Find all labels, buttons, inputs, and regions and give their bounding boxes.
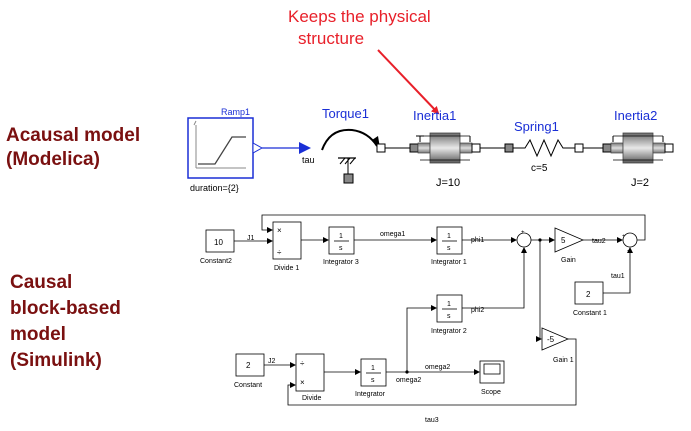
integrator2-num: 1 bbox=[447, 301, 451, 308]
gain-value: 5 bbox=[561, 236, 566, 245]
sum2-sign-plus: + bbox=[622, 234, 626, 240]
phi1-label: phi1 bbox=[471, 237, 484, 244]
constant-value: 2 bbox=[246, 361, 251, 370]
integrator2-den: s bbox=[447, 313, 451, 320]
inertia1-block[interactable] bbox=[409, 132, 481, 164]
constant1-name: Constant 1 bbox=[573, 310, 607, 317]
integrator-name: Integrator bbox=[355, 391, 386, 398]
divide1-block[interactable] bbox=[272, 221, 302, 260]
ramp-param: duration={2} bbox=[190, 183, 239, 193]
divide1-div: ÷ bbox=[277, 248, 282, 257]
inertia1-param: J=10 bbox=[436, 177, 460, 189]
integrator1-block[interactable] bbox=[436, 226, 463, 255]
integrator3-den: s bbox=[339, 245, 343, 252]
callout-text: Keeps the physical structure bbox=[288, 6, 431, 50]
tau2-label: tau2 bbox=[592, 238, 606, 245]
inertia2-name: Inertia2 bbox=[614, 108, 657, 123]
integrator1-den: s bbox=[447, 245, 451, 252]
causal-label-line-1: Causal bbox=[10, 272, 73, 293]
tau3-label: tau3 bbox=[425, 417, 439, 424]
omega2-label-a: omega2 bbox=[396, 377, 421, 384]
torque-flange bbox=[376, 143, 386, 153]
integrator3-name: Integrator 3 bbox=[323, 259, 359, 266]
integrator1-name: Integrator 1 bbox=[431, 259, 467, 266]
tau1-label: tau1 bbox=[611, 273, 625, 280]
inertia2-block[interactable] bbox=[602, 132, 674, 164]
integrator2-block[interactable] bbox=[436, 294, 463, 323]
constant-name: Constant bbox=[234, 382, 262, 389]
torque-icon bbox=[321, 128, 378, 151]
gain1-block[interactable] bbox=[541, 327, 570, 351]
acausal-label: Acausal model (Modelica) bbox=[6, 124, 140, 172]
integrator2-name: Integrator 2 bbox=[431, 328, 467, 335]
divide-div: ÷ bbox=[300, 359, 305, 368]
integrator1-num: 1 bbox=[447, 233, 451, 240]
omega2-label-b: omega2 bbox=[425, 364, 450, 371]
inertia2-param: J=2 bbox=[631, 177, 649, 189]
causal-label-line-2: block-based bbox=[10, 298, 121, 319]
torque-name: Torque1 bbox=[322, 106, 369, 121]
torque-port-label: tau bbox=[302, 155, 315, 165]
constant2-value: 10 bbox=[214, 238, 223, 247]
ramp-name: Ramp1 bbox=[221, 107, 250, 117]
gain-block[interactable] bbox=[554, 227, 585, 253]
gain-name: Gain bbox=[561, 257, 576, 264]
constant1-value: 2 bbox=[586, 290, 591, 299]
spring-name: Spring1 bbox=[514, 119, 559, 134]
sum1-sign-plus: + bbox=[521, 230, 525, 236]
integrator-den: s bbox=[371, 377, 375, 384]
phi2-label: phi2 bbox=[471, 307, 484, 314]
integrator-block[interactable] bbox=[360, 358, 387, 387]
integrator3-num: 1 bbox=[339, 233, 343, 240]
simulink-wires bbox=[234, 214, 646, 406]
callout-arrow bbox=[377, 49, 440, 115]
acausal-label-line-2: (Modelica) bbox=[6, 149, 100, 170]
divide-mult: × bbox=[300, 378, 305, 387]
integrator-num: 1 bbox=[371, 365, 375, 372]
spring-param: c=5 bbox=[531, 163, 548, 174]
scope-screen-icon bbox=[483, 363, 501, 375]
divide1-name: Divide 1 bbox=[274, 265, 299, 272]
sum2-sign-minus: - bbox=[627, 248, 629, 254]
ramp-block[interactable] bbox=[187, 117, 254, 179]
divide1-mult: × bbox=[277, 226, 282, 235]
torque-support bbox=[343, 173, 354, 184]
divide-name: Divide bbox=[302, 395, 322, 402]
inertia1-name: Inertia1 bbox=[413, 108, 456, 123]
ramp-output-port bbox=[252, 142, 264, 154]
gain1-value: -5 bbox=[547, 335, 555, 344]
callout-line-1: Keeps the physical bbox=[288, 7, 431, 26]
integrator3-block[interactable] bbox=[328, 226, 355, 255]
spring-block[interactable] bbox=[504, 138, 584, 158]
causal-label-line-3: model bbox=[10, 324, 66, 345]
j1-label: J1 bbox=[247, 235, 255, 242]
constant2-name: Constant2 bbox=[200, 258, 232, 265]
callout-line-2: structure bbox=[298, 29, 365, 48]
causal-label: Causal block-based model (Simulink) bbox=[10, 270, 121, 374]
acausal-label-line-1: Acausal model bbox=[6, 125, 141, 146]
divide-block[interactable] bbox=[295, 353, 325, 392]
modelica-diagram: Ramp1 duration={2} Torque1 tau Inertia1 bbox=[187, 106, 674, 193]
causal-label-line-4: (Simulink) bbox=[10, 350, 102, 371]
scope-name: Scope bbox=[481, 389, 501, 396]
simulink-diagram: 10 Constant2 × ÷ Divide 1 J1 1 s Integra… bbox=[200, 214, 646, 424]
gain1-name: Gain 1 bbox=[553, 357, 574, 364]
j2-label: J2 bbox=[268, 358, 276, 365]
omega1-label: omega1 bbox=[380, 231, 405, 238]
